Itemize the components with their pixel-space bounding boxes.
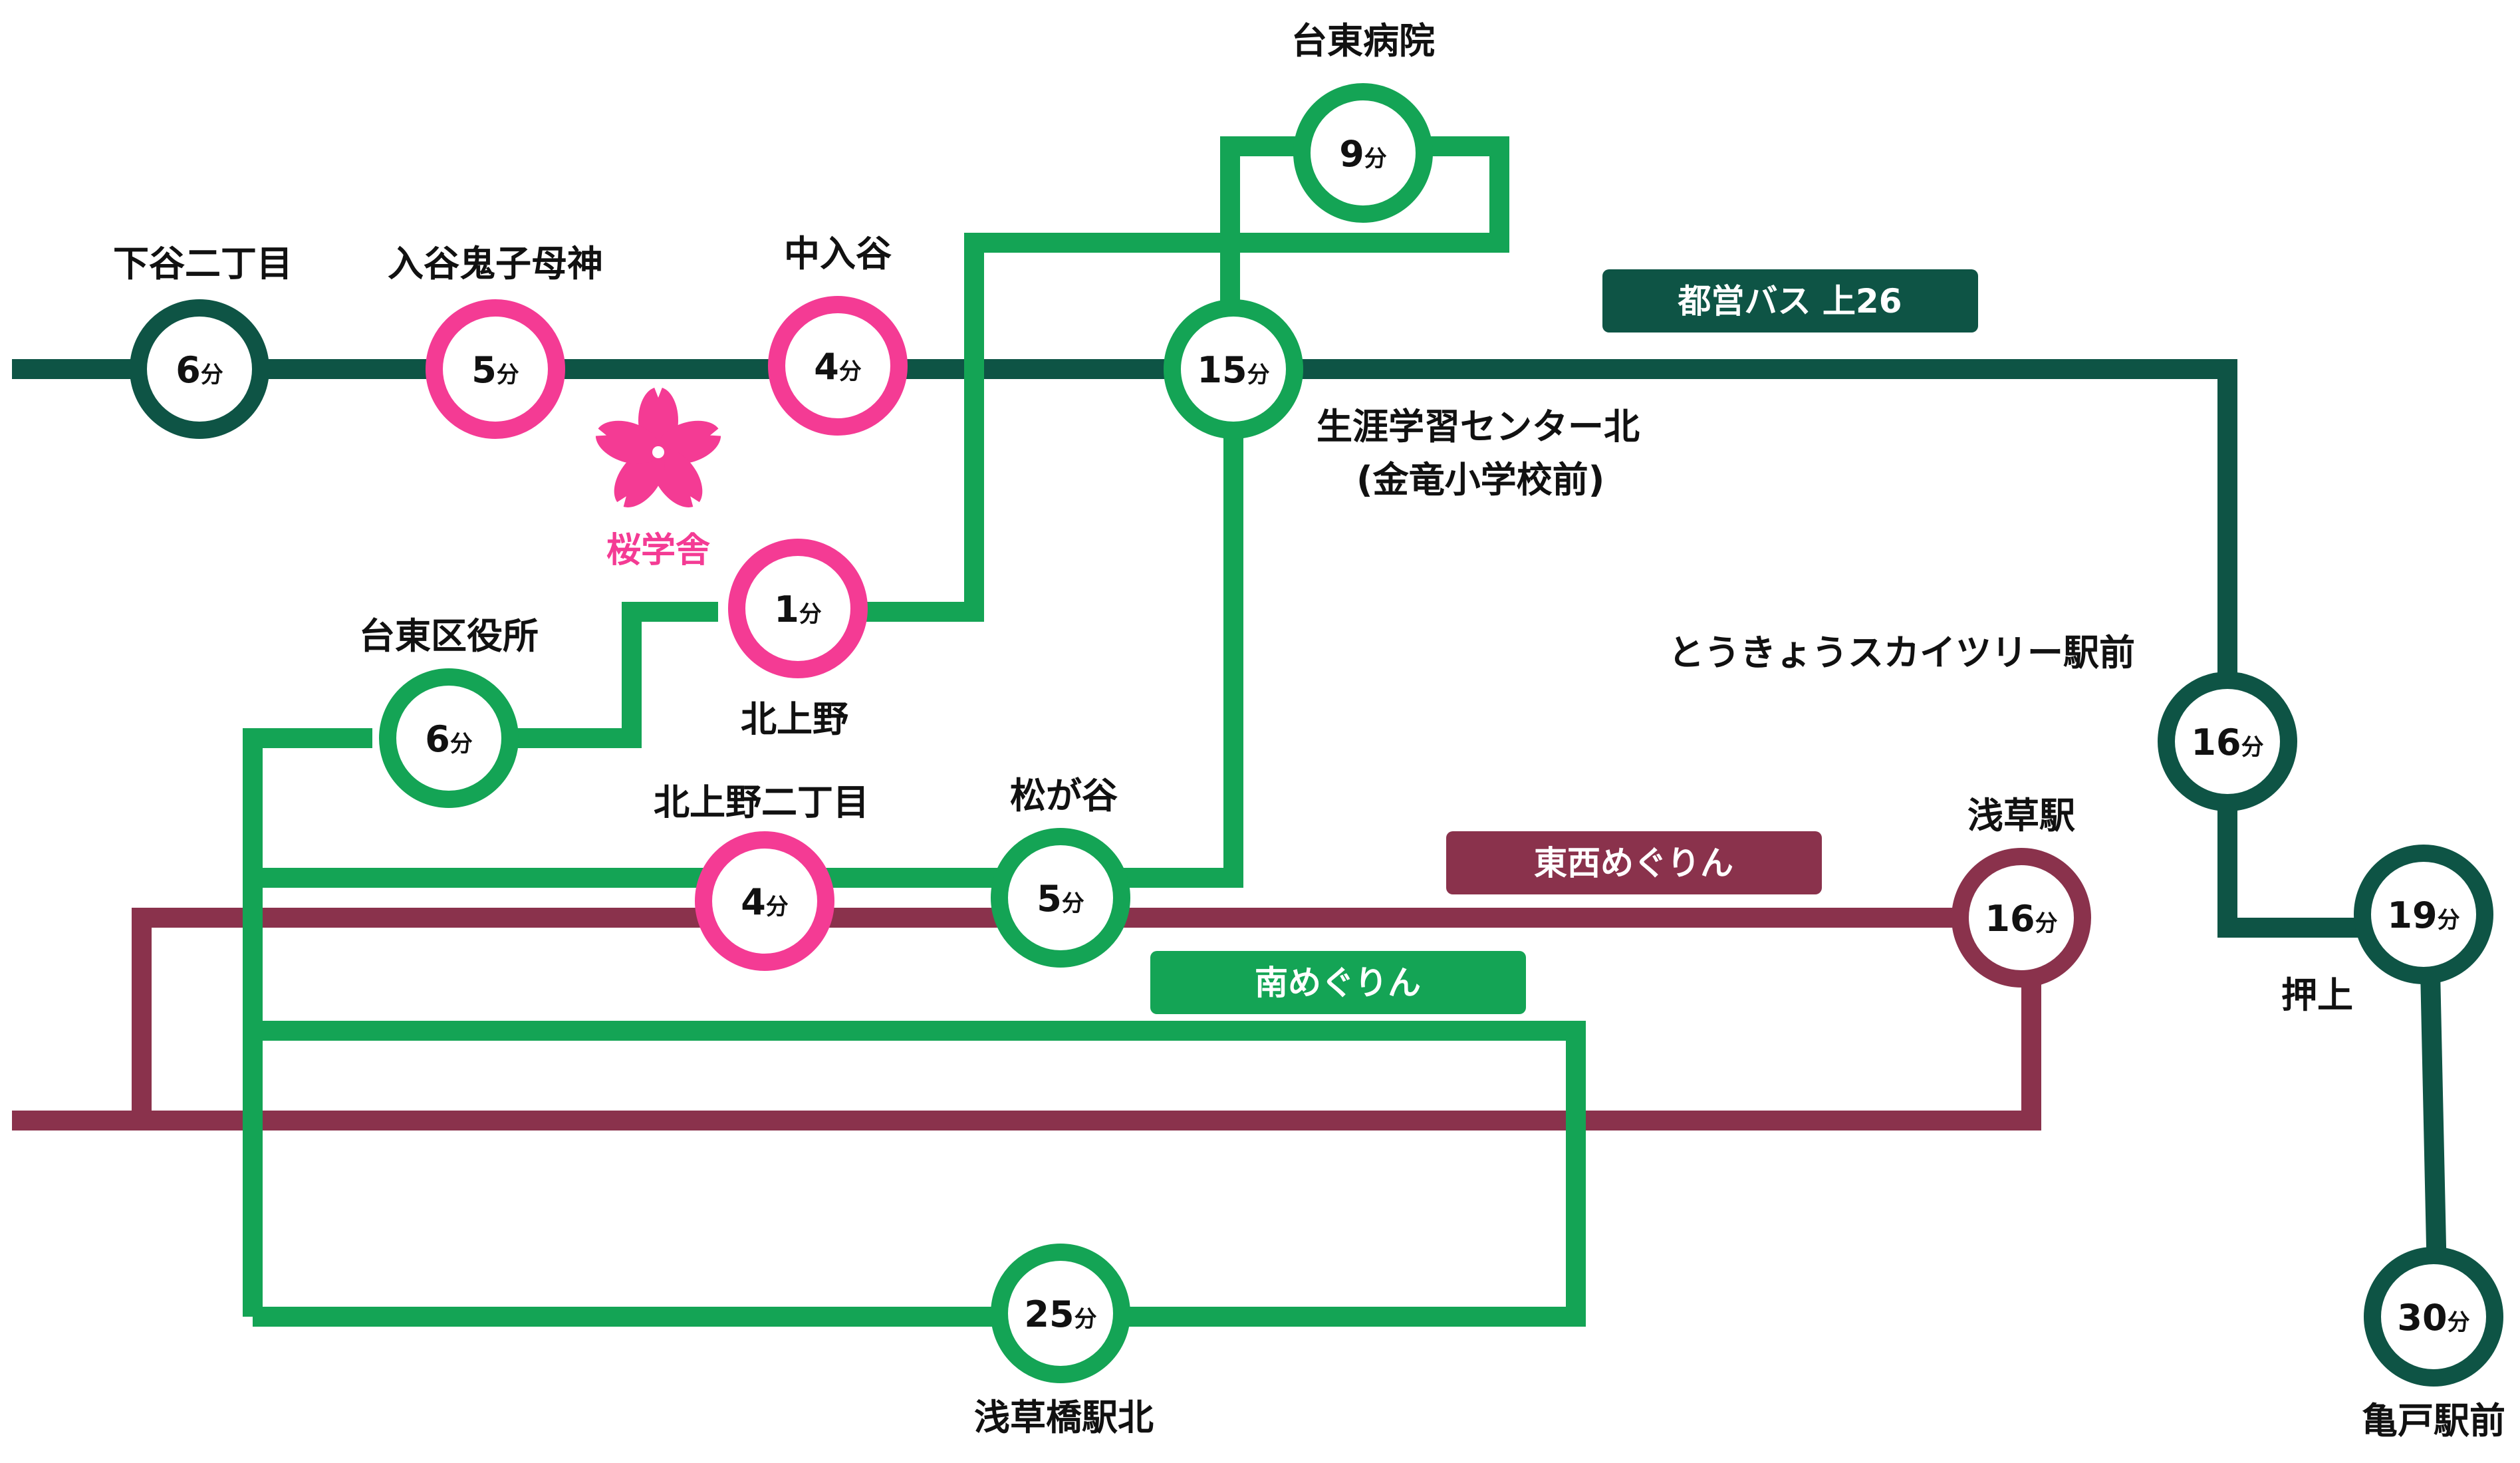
stop-label-kameido: 亀戸駅前	[2362, 1400, 2505, 1442]
stop-naka-iriya[interactable]: 4分	[768, 296, 908, 436]
toei-bus-line	[12, 359, 2447, 1277]
sakura-icon	[593, 386, 723, 509]
stop-label-kita-ueno: 北上野	[741, 698, 848, 740]
stop-label-kita-ueno-2: 北上野二丁目	[654, 781, 869, 823]
stop-label-asakusa: 浅草駅	[1967, 795, 2075, 837]
svg-text:東西めぐりん: 東西めぐりん	[1534, 844, 1733, 882]
stop-asakusa[interactable]: 16分	[1952, 848, 2091, 988]
svg-text:16分: 16分	[2191, 722, 2263, 763]
stop-label-shitaya: 下谷二丁目	[113, 243, 293, 285]
svg-text:5分: 5分	[471, 349, 519, 391]
stop-skytree[interactable]: 16分	[2158, 672, 2297, 811]
svg-text:6分: 6分	[425, 718, 473, 760]
toei-bus-badge: 都営バス 上26	[1602, 269, 1978, 332]
svg-text:南めぐりん: 南めぐりん	[1255, 964, 1421, 1002]
stop-kameido[interactable]: 30分	[2364, 1247, 2503, 1387]
svg-text:15分: 15分	[1197, 349, 1269, 391]
stop-label-iriya-kishimojin: 入谷鬼子母神	[388, 243, 603, 285]
stop-taito-hospital[interactable]: 9分	[1293, 83, 1433, 223]
tozai-line	[12, 908, 2041, 1130]
stop-iriya-kishimojin[interactable]: 5分	[426, 299, 565, 439]
stop-sublabel-shogai-gakushu: (金竜小学校前)	[1356, 459, 1604, 501]
stop-shitaya[interactable]: 6分	[130, 299, 269, 439]
stop-label-oshiage: 押上	[2281, 974, 2353, 1016]
svg-text:30分: 30分	[2397, 1297, 2469, 1339]
svg-text:6分: 6分	[176, 349, 223, 391]
stop-label-naka-iriya: 中入谷	[784, 233, 892, 275]
stop-label-matsugaya: 松が谷	[1010, 775, 1118, 817]
stop-label-shogai-gakushu: 生涯学習センター北	[1317, 406, 1640, 448]
stop-label-asakusabashi-kita: 浅草橋駅北	[974, 1396, 1154, 1438]
svg-text:都営バス 上26: 都営バス 上26	[1678, 282, 1902, 321]
svg-text:5分: 5分	[1037, 878, 1084, 920]
svg-text:1分: 1分	[774, 589, 822, 630]
tozai-badge: 東西めぐりん	[1446, 831, 1822, 894]
stop-label-taito-kuyakusho: 台東区役所	[359, 615, 539, 657]
svg-text:25分: 25分	[1024, 1293, 1096, 1335]
stop-taito-kuyakusho[interactable]: 6分	[379, 668, 519, 808]
stop-asakusabashi-kita[interactable]: 25分	[991, 1244, 1130, 1383]
svg-text:9分: 9分	[1339, 133, 1387, 175]
svg-text:16分: 16分	[1985, 898, 2057, 940]
stop-matsugaya[interactable]: 5分	[991, 828, 1130, 968]
svg-text:4分: 4分	[741, 881, 789, 923]
landmark-label: 桜学舎	[606, 531, 710, 571]
stop-kita-ueno-2[interactable]: 4分	[695, 831, 834, 971]
stop-oshiage[interactable]: 19分	[2354, 845, 2493, 984]
minami-badge: 南めぐりん	[1150, 951, 1526, 1014]
svg-text:19分: 19分	[2387, 894, 2459, 936]
svg-text:4分: 4分	[814, 346, 862, 388]
stop-label-taito-hospital: 台東病院	[1291, 20, 1435, 62]
minami-line	[243, 136, 1586, 1327]
stop-shogai-gakushu[interactable]: 15分	[1164, 299, 1303, 439]
stop-label-skytree: とうきょうスカイツリー駅前	[1668, 632, 2135, 674]
stop-kita-ueno[interactable]: 1分	[728, 539, 868, 678]
